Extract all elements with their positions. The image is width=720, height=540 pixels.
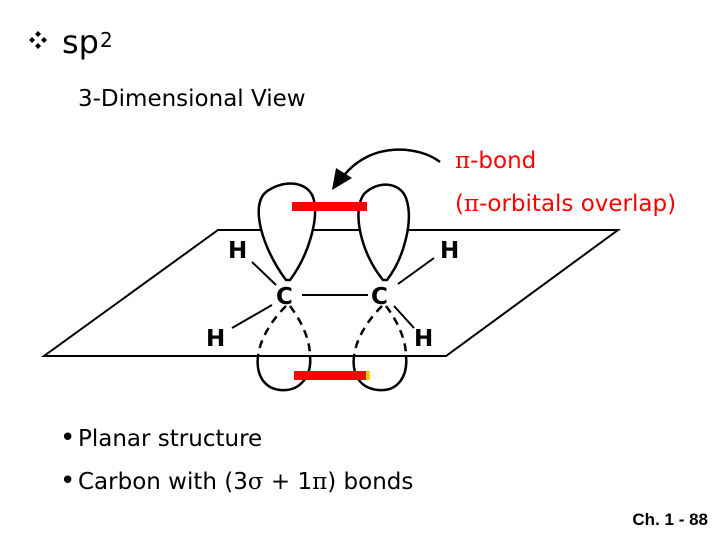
slide-title: sp2 xyxy=(62,22,113,62)
p-orbital-lower-right-dashed-2 xyxy=(384,305,408,357)
atom-h-lower-left: H xyxy=(206,326,225,352)
molecular-plane xyxy=(40,229,622,357)
bonds-mid: + 1 xyxy=(263,469,313,495)
bullet-text-bonds: Carbon with (3σ + 1π) bonds xyxy=(78,467,413,497)
p-orbital-lower-right xyxy=(352,355,408,392)
list-item: • Planar structure xyxy=(60,424,413,454)
atom-c-right: C xyxy=(371,284,388,310)
view-label: 3-Dimensional View xyxy=(78,86,306,112)
list-item: • Carbon with (3σ + 1π) bonds xyxy=(60,467,413,497)
c-h-bond-upper-left xyxy=(251,261,277,286)
bonds-post: ) bonds xyxy=(327,469,414,495)
atom-c-left: C xyxy=(276,284,293,310)
atom-h-upper-left: H xyxy=(228,238,247,264)
p-orbital-lower-left-dashed-2 xyxy=(288,305,312,357)
pi-bond-overlap-bottom xyxy=(294,371,369,380)
bullet-text-planar: Planar structure xyxy=(78,426,263,452)
pi-bond-arrow xyxy=(340,148,441,179)
p-orbital-lower-left-dashed xyxy=(256,305,287,357)
c-h-bond-lower-left xyxy=(231,304,273,329)
p-orbital-upper-right xyxy=(357,183,410,282)
bonds-pre: Carbon with (3 xyxy=(78,469,248,495)
atom-h-upper-right: H xyxy=(440,238,459,264)
p-orbital-lower-right-dashed xyxy=(352,305,383,357)
atom-h-lower-right: H xyxy=(414,326,433,352)
sigma-symbol: σ xyxy=(247,469,264,495)
pi-orbitals-text: -orbitals overlap) xyxy=(479,191,677,217)
slide-number: Ch. 1 - 88 xyxy=(632,510,708,529)
arrow-head-icon xyxy=(332,168,352,190)
bullet-dot-icon: • xyxy=(60,466,76,496)
pi-symbol: π xyxy=(455,148,471,174)
bullet-dot-icon: • xyxy=(60,423,76,453)
paren-open: ( xyxy=(455,191,464,217)
pi-orbitals-overlap-label: (π-orbitals overlap) xyxy=(455,189,676,219)
pi-bond-end-mark xyxy=(366,371,370,380)
diamond-bullet-icon xyxy=(29,31,47,49)
pi-bond-text: -bond xyxy=(470,148,537,174)
pi-bond-label: π-bond xyxy=(455,146,536,176)
title-text: sp xyxy=(62,23,99,61)
pi-symbol-2: π xyxy=(463,191,480,217)
pi-bond-overlap-top xyxy=(292,202,367,211)
c-h-bond-upper-right xyxy=(397,257,435,285)
c-h-bond-lower-right xyxy=(393,305,415,329)
title-superscript: 2 xyxy=(99,28,113,52)
pi-symbol-bullet: π xyxy=(312,469,328,495)
bullet-list: • Planar structure • Carbon with (3σ + 1… xyxy=(60,424,413,510)
